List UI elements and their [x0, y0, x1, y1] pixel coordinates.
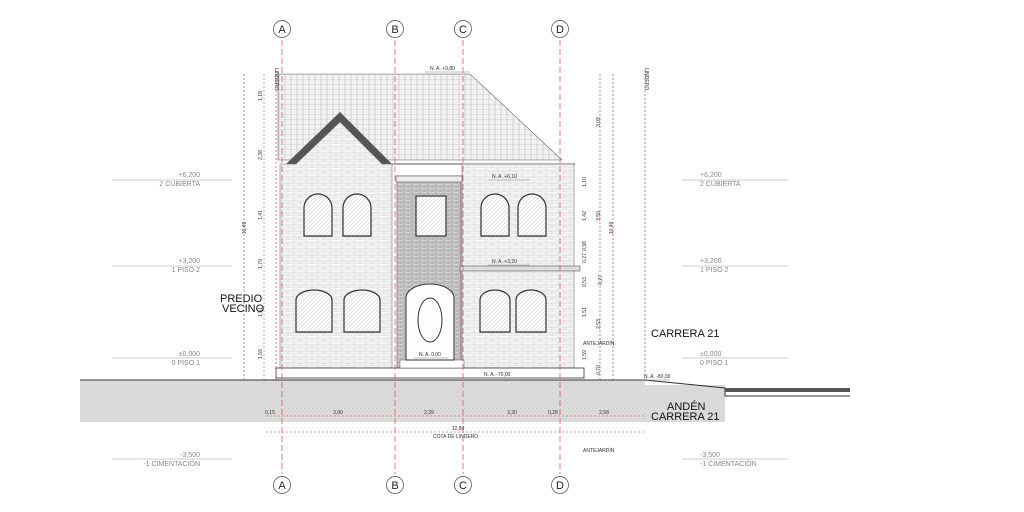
svg-text:1,79: 1,79 — [258, 259, 264, 269]
svg-text:3,90: 3,90 — [333, 410, 343, 416]
svg-text:+3,200: +3,200 — [700, 258, 722, 265]
axis-bubble-b-top — [386, 20, 404, 38]
svg-text:N. A. +6,10: N. A. +6,10 — [492, 174, 517, 180]
svg-text:3,30: 3,30 — [507, 410, 517, 416]
levels-right: +6,200 2 CUBIERTA +3,200 1 PISO 2 ±0,000… — [682, 172, 788, 468]
svg-text:1,59: 1,59 — [582, 350, 588, 360]
svg-text:1,41: 1,41 — [258, 210, 264, 220]
svg-text:C: C — [459, 480, 467, 492]
svg-text:C: C — [459, 24, 467, 36]
svg-text:10,49: 10,49 — [609, 222, 615, 235]
axis-bubble-b-bottom — [386, 476, 404, 494]
svg-text:1,51: 1,51 — [582, 307, 588, 317]
axis-bubble-a-bottom — [273, 476, 291, 494]
level-marks: N. A. +9,80 N. A. +6,10 N. A. +3,20 N. A… — [414, 66, 671, 381]
svg-text:0,27: 0,27 — [598, 275, 604, 285]
svg-text:-1 CIMENTACIÓN: -1 CIMENTACIÓN — [700, 459, 757, 468]
main-door — [405, 283, 455, 361]
dimensions-left: 1,18 2,38 1,41 1,79 1,51 1,59 10,49 — [242, 74, 265, 380]
svg-text:2,58: 2,58 — [599, 410, 609, 416]
svg-text:2,39: 2,39 — [424, 410, 434, 416]
axis-bubble-c-top — [454, 20, 472, 38]
svg-text:-3,500: -3,500 — [180, 452, 200, 459]
antejardin-top-label: ANTEJARDÍN — [583, 340, 615, 347]
svg-text:0,28: 0,28 — [548, 410, 558, 416]
svg-text:0 PISO 1: 0 PISO 1 — [172, 360, 201, 367]
svg-text:±0,000: ±0,000 — [700, 351, 721, 358]
anden-label-1: ANDÉN — [667, 400, 706, 413]
svg-text:1,42: 1,42 — [582, 211, 588, 221]
lindero-right-label: LINDERO — [643, 68, 649, 90]
svg-text:+6,200: +6,200 — [700, 172, 722, 179]
site-labels: LINDERO LINDERO PREDIO VECINO CARRERA 21… — [220, 68, 719, 454]
svg-text:0,15: 0,15 — [265, 410, 275, 416]
svg-text:0,27: 0,27 — [582, 253, 588, 263]
windows — [295, 193, 547, 333]
predio-vecino-label-1: PREDIO — [220, 293, 263, 305]
svg-text:N. A. -70,00: N. A. -70,00 — [484, 372, 511, 378]
dimensions-right: 3,09 1,10 1,42 0,27 0,98 0,53 0,27 1,51 … — [582, 117, 615, 375]
axis-bubble-d-bottom — [551, 476, 569, 494]
svg-text:1,10: 1,10 — [582, 177, 588, 187]
svg-text:1 PISO 2: 1 PISO 2 — [172, 267, 201, 274]
svg-text:0,70: 0,70 — [596, 365, 602, 375]
svg-text:1 PISO 2: 1 PISO 2 — [700, 267, 729, 274]
carrera-label: CARRERA 21 — [651, 328, 719, 340]
svg-text:N. A. +9,80: N. A. +9,80 — [430, 66, 455, 72]
svg-text:A: A — [278, 480, 286, 492]
predio-vecino-label-2: VECINO — [222, 303, 265, 315]
cota-lindero-label: COTA DE LINDERO — [433, 434, 478, 440]
svg-text:0 PISO 1: 0 PISO 1 — [700, 360, 729, 367]
anden-label-2: CARRERA 21 — [651, 411, 719, 423]
dimensions-bottom: 0,15 3,90 2,39 3,30 0,28 2,58 12,80 — [265, 410, 645, 433]
svg-text:+6,200: +6,200 — [178, 172, 200, 179]
axis-bubbles-bottom: A B C D — [273, 476, 569, 494]
axis-lines — [281, 40, 561, 474]
svg-text:2 CUBIERTA: 2 CUBIERTA — [700, 181, 741, 188]
boundary-lines — [243, 70, 646, 380]
ground — [80, 379, 850, 422]
svg-text:12,80: 12,80 — [452, 426, 465, 432]
axis-bubble-c-bottom — [454, 476, 472, 494]
svg-text:N. A. -80,00: N. A. -80,00 — [644, 374, 671, 380]
axis-bubbles-top: A B C D — [273, 20, 569, 38]
levels-left: +6,200 2 CUBIERTA +3,200 1 PISO 2 ±0,000… — [112, 172, 232, 468]
svg-text:+3,200: +3,200 — [178, 258, 200, 265]
lindero-left-label: LINDERO — [273, 68, 279, 90]
svg-text:D: D — [556, 24, 564, 36]
svg-text:10,49: 10,49 — [242, 222, 248, 235]
svg-text:N. A. 0,00: N. A. 0,00 — [419, 352, 441, 358]
svg-text:2,38: 2,38 — [258, 150, 264, 160]
svg-text:±0,000: ±0,000 — [179, 351, 200, 358]
svg-text:3,09: 3,09 — [596, 117, 602, 127]
svg-text:1,51: 1,51 — [258, 307, 264, 317]
svg-text:B: B — [391, 480, 398, 492]
axis-bubble-a-top — [273, 20, 291, 38]
svg-text:-1 CIMENTACIÓN: -1 CIMENTACIÓN — [143, 459, 200, 468]
svg-text:D: D — [556, 480, 564, 492]
svg-text:N. A. +3,20: N. A. +3,20 — [492, 259, 517, 265]
antejardin-bottom-label: ANTEJARDÍN — [583, 447, 615, 454]
svg-text:0,53: 0,53 — [582, 277, 588, 287]
svg-text:1,18: 1,18 — [258, 91, 264, 101]
svg-text:1,59: 1,59 — [258, 349, 264, 359]
svg-text:B: B — [391, 24, 398, 36]
axis-bubble-d-top — [551, 20, 569, 38]
svg-text:0,98: 0,98 — [582, 241, 588, 251]
svg-text:3,50: 3,50 — [596, 211, 602, 221]
svg-text:2,53: 2,53 — [596, 319, 602, 329]
svg-text:2 CUBIERTA: 2 CUBIERTA — [159, 181, 200, 188]
svg-text:-3,500: -3,500 — [700, 452, 720, 459]
svg-text:A: A — [278, 24, 286, 36]
